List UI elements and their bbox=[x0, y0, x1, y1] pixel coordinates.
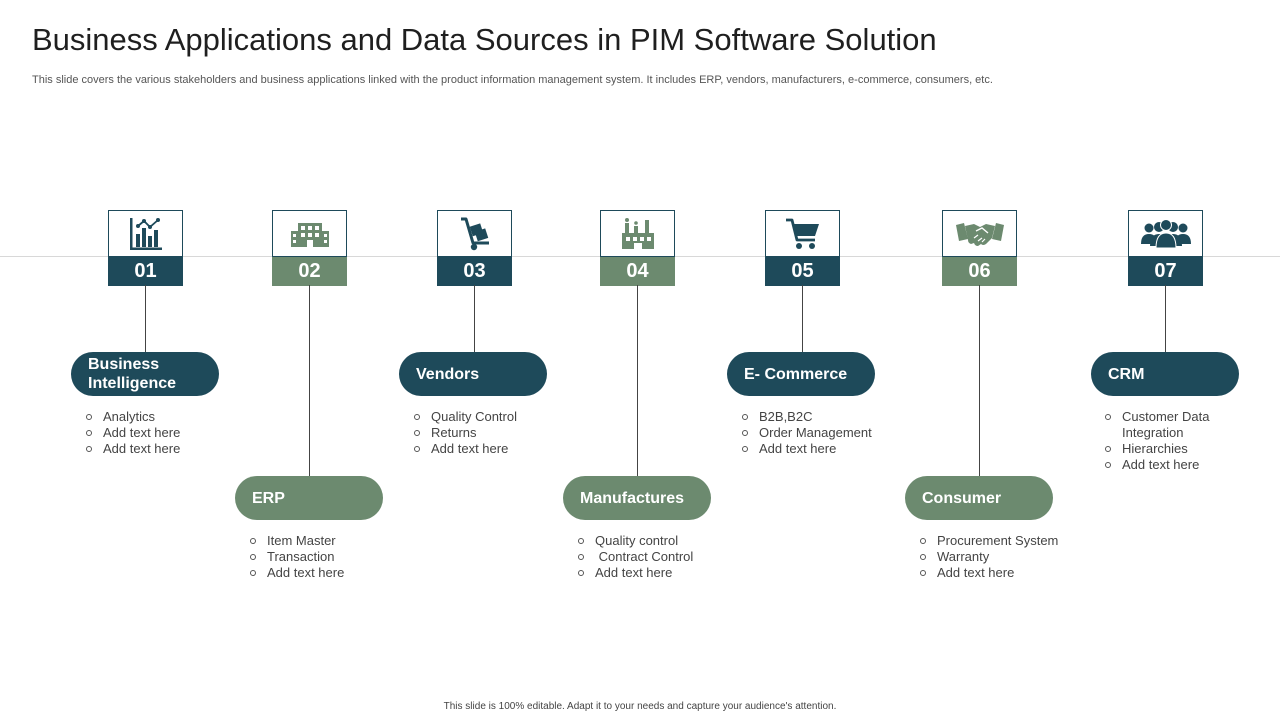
step-number-04: 04 bbox=[600, 257, 675, 286]
node-05: 05 bbox=[765, 210, 840, 286]
label-text: Business Intelligence bbox=[88, 356, 177, 392]
connector-01 bbox=[145, 285, 146, 352]
hand-truck-icon bbox=[460, 217, 489, 250]
building-icon bbox=[290, 222, 329, 247]
list-item: B2B,B2C bbox=[741, 409, 872, 425]
bullet-list-02: Item Master Transaction Add text here bbox=[249, 533, 344, 581]
list-item: Add text here bbox=[741, 441, 872, 457]
list-item: Add text here bbox=[1104, 457, 1254, 473]
list-item: Warranty bbox=[919, 549, 1058, 565]
bullet-list-01: Analytics Add text here Add text here bbox=[85, 409, 180, 457]
label-pill-03: Vendors bbox=[399, 352, 547, 396]
list-item: Order Management bbox=[741, 425, 872, 441]
label-pill-04: Manufactures bbox=[563, 476, 711, 520]
list-item: Contract Control bbox=[577, 549, 693, 565]
icon-box-01 bbox=[108, 210, 183, 257]
list-item: Add text here bbox=[249, 565, 344, 581]
connector-03 bbox=[474, 285, 475, 352]
label-text: E- Commerce bbox=[744, 365, 848, 383]
list-item: Add text here bbox=[577, 565, 693, 581]
handshake-icon bbox=[955, 222, 1004, 246]
step-number-05: 05 bbox=[765, 257, 840, 286]
connector-04 bbox=[637, 285, 638, 476]
label-pill-07: CRM bbox=[1091, 352, 1239, 396]
list-item: Returns bbox=[413, 425, 517, 441]
label-pill-02: ERP bbox=[235, 476, 383, 520]
connector-05 bbox=[802, 285, 803, 352]
label-text: Consumer bbox=[922, 489, 1002, 507]
list-item: Customer Data Integration bbox=[1104, 409, 1254, 441]
icon-box-06 bbox=[942, 210, 1017, 257]
chart-icon bbox=[129, 217, 162, 250]
bullet-list-03: Quality Control Returns Add text here bbox=[413, 409, 517, 457]
node-03: 03 bbox=[437, 210, 512, 286]
node-01: 01 bbox=[108, 210, 183, 286]
connector-07 bbox=[1165, 285, 1166, 352]
connector-06 bbox=[979, 285, 980, 476]
node-04: 04 bbox=[600, 210, 675, 286]
step-number-01: 01 bbox=[108, 257, 183, 286]
page-subtitle: This slide covers the various stakeholde… bbox=[32, 74, 993, 86]
label-pill-01: Business Intelligence bbox=[71, 352, 219, 396]
bullet-list-06: Procurement System Warranty Add text her… bbox=[919, 533, 1058, 581]
list-item: Add text here bbox=[919, 565, 1058, 581]
label-text: Manufactures bbox=[580, 489, 685, 507]
list-item: Transaction bbox=[249, 549, 344, 565]
node-07: 07 bbox=[1128, 210, 1203, 286]
icon-box-03 bbox=[437, 210, 512, 257]
step-number-06: 06 bbox=[942, 257, 1017, 286]
bullet-list-04: Quality control Contract Control Add tex… bbox=[577, 533, 693, 581]
list-item: Procurement System bbox=[919, 533, 1058, 549]
icon-box-02 bbox=[272, 210, 347, 257]
list-item: Add text here bbox=[85, 441, 180, 457]
list-item: Add text here bbox=[413, 441, 517, 457]
shopping-cart-icon bbox=[785, 218, 819, 249]
list-item: Hierarchies bbox=[1104, 441, 1254, 457]
list-item: Add text here bbox=[85, 425, 180, 441]
icon-box-07 bbox=[1128, 210, 1203, 257]
people-group-icon bbox=[1140, 219, 1191, 248]
connector-02 bbox=[309, 285, 310, 476]
step-number-03: 03 bbox=[437, 257, 512, 286]
label-text: Vendors bbox=[416, 365, 480, 383]
bullet-list-05: B2B,B2C Order Management Add text here bbox=[741, 409, 872, 457]
label-text: ERP bbox=[252, 489, 285, 507]
icon-box-05 bbox=[765, 210, 840, 257]
factory-icon bbox=[621, 217, 654, 249]
page-title: Business Applications and Data Sources i… bbox=[32, 22, 937, 57]
label-pill-05: E- Commerce bbox=[727, 352, 875, 396]
list-item: Analytics bbox=[85, 409, 180, 425]
step-number-07: 07 bbox=[1128, 257, 1203, 286]
node-02: 02 bbox=[272, 210, 347, 286]
list-item: Quality Control bbox=[413, 409, 517, 425]
node-06: 06 bbox=[942, 210, 1017, 286]
list-item: Item Master bbox=[249, 533, 344, 549]
label-text: CRM bbox=[1108, 365, 1145, 383]
step-number-02: 02 bbox=[272, 257, 347, 286]
bullet-list-07: Customer Data Integration Hierarchies Ad… bbox=[1104, 409, 1254, 473]
list-item: Quality control bbox=[577, 533, 693, 549]
footer-note: This slide is 100% editable. Adapt it to… bbox=[443, 701, 837, 712]
label-pill-06: Consumer bbox=[905, 476, 1053, 520]
icon-box-04 bbox=[600, 210, 675, 257]
